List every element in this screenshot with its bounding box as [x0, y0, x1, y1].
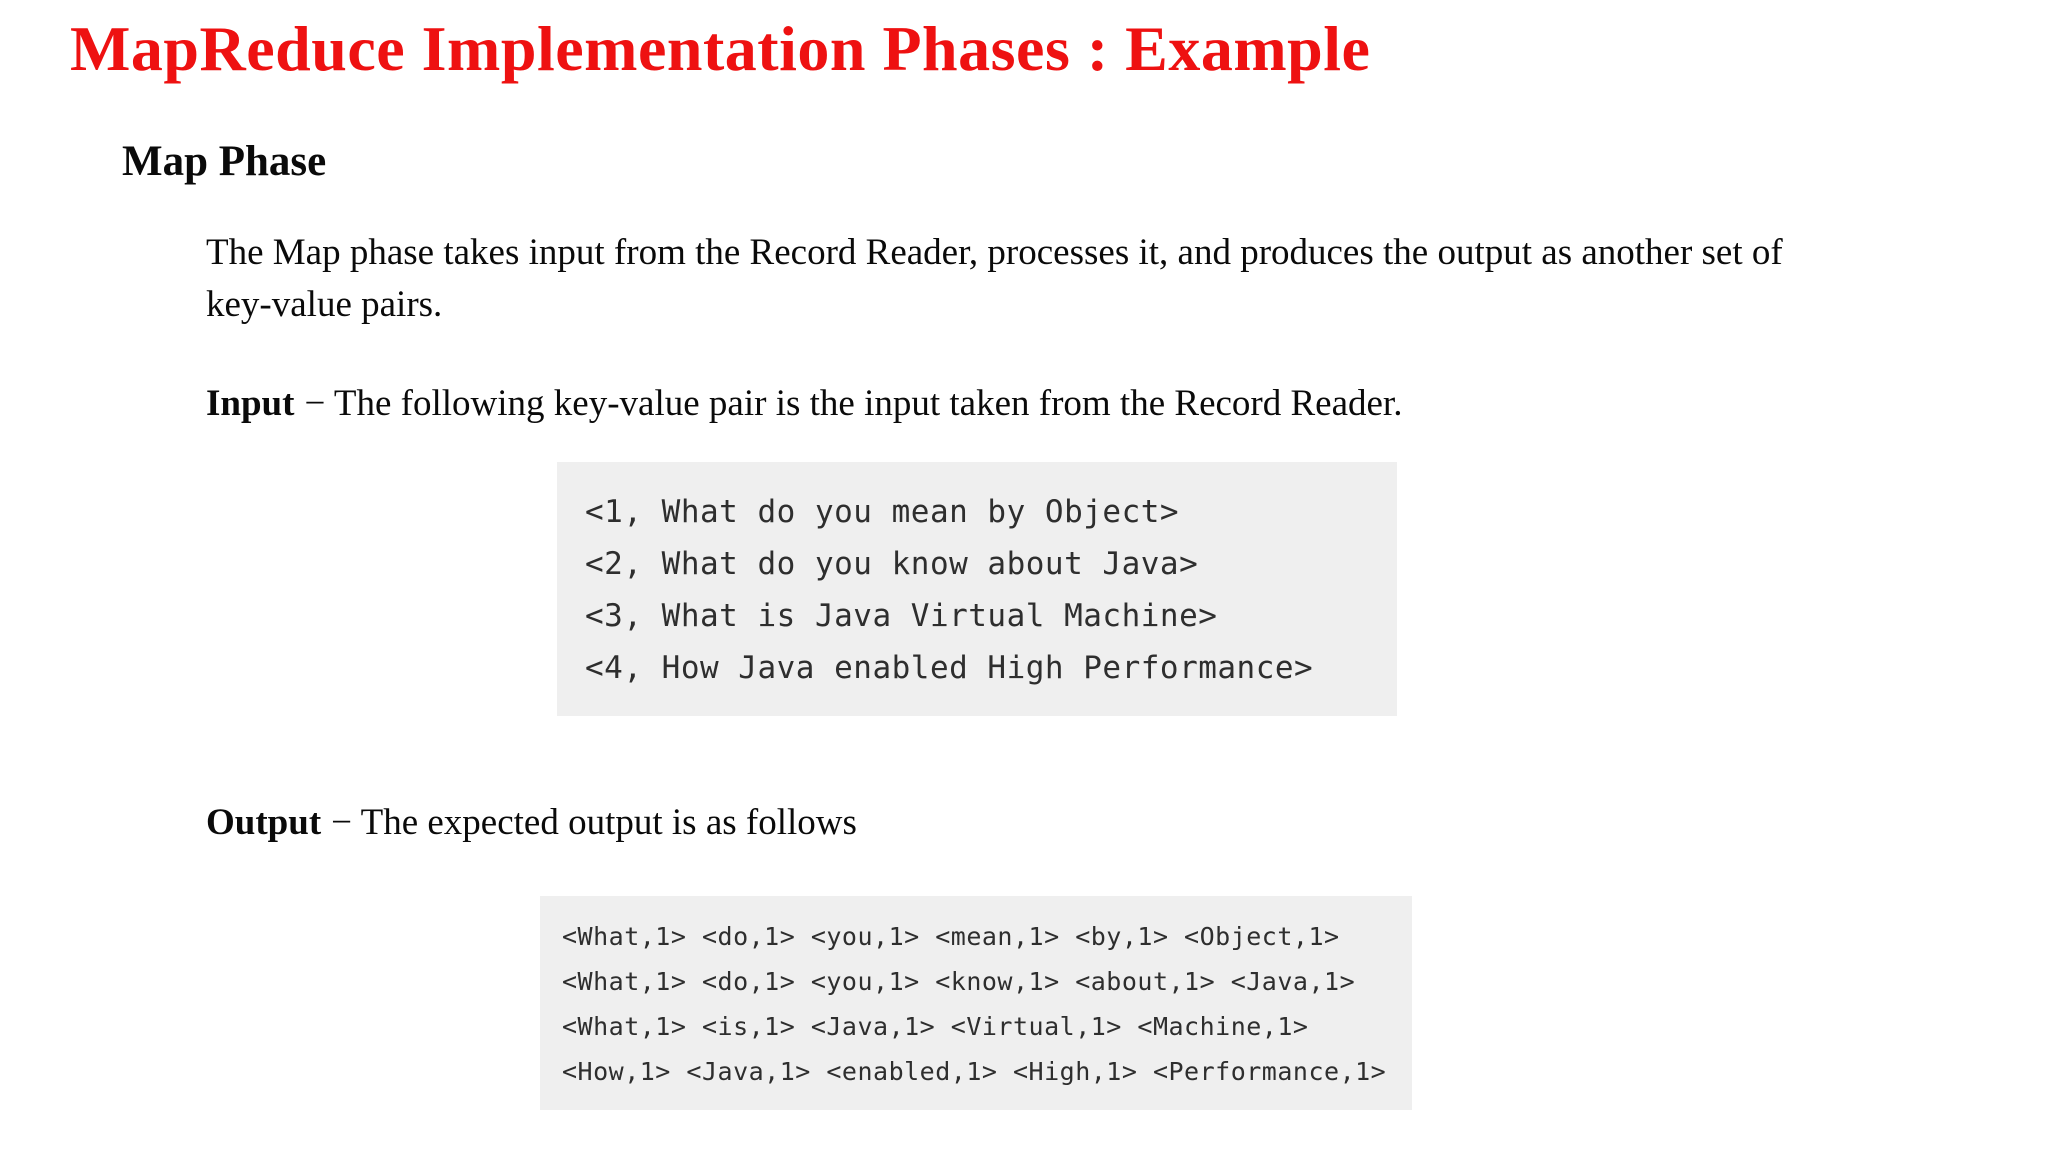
input-code-line-1: <1, What do you mean by Object>: [585, 494, 1180, 531]
section-heading-map-phase: Map Phase: [122, 138, 327, 186]
output-line: Output− The expected output is as follow…: [206, 798, 1806, 848]
output-code-line-4: <How,1> <Java,1> <enabled,1> <High,1> <P…: [562, 1057, 1387, 1087]
document-page: MapReduce Implementation Phases : Exampl…: [0, 13, 2048, 1111]
map-phase-description: The Map phase takes input from the Recor…: [206, 232, 1783, 326]
input-line: Input− The following key-value pair is t…: [206, 379, 1806, 429]
input-code-line-4: <4, How Java enabled High Performance>: [585, 650, 1314, 687]
output-code-line-2: <What,1> <do,1> <you,1> <know,1> <about,…: [562, 967, 1356, 997]
input-code-line-3: <3, What is Java Virtual Machine>: [585, 598, 1218, 635]
input-code-line-2: <2, What do you know about Java>: [585, 546, 1199, 583]
input-label: Input: [206, 383, 295, 425]
output-code-block: <What,1> <do,1> <you,1> <mean,1> <by,1> …: [540, 896, 1412, 1111]
output-code-line-1: <What,1> <do,1> <you,1> <mean,1> <by,1> …: [562, 922, 1340, 952]
output-text: − The expected output is as follows: [331, 802, 857, 844]
output-code-line-3: <What,1> <is,1> <Java,1> <Virtual,1> <Ma…: [562, 1012, 1309, 1042]
output-label: Output: [206, 802, 322, 844]
input-text: − The following key-value pair is the in…: [304, 383, 1403, 425]
page-title: MapReduce Implementation Phases : Exampl…: [70, 13, 1371, 84]
input-code-block: <1, What do you mean by Object> <2, What…: [557, 462, 1397, 717]
